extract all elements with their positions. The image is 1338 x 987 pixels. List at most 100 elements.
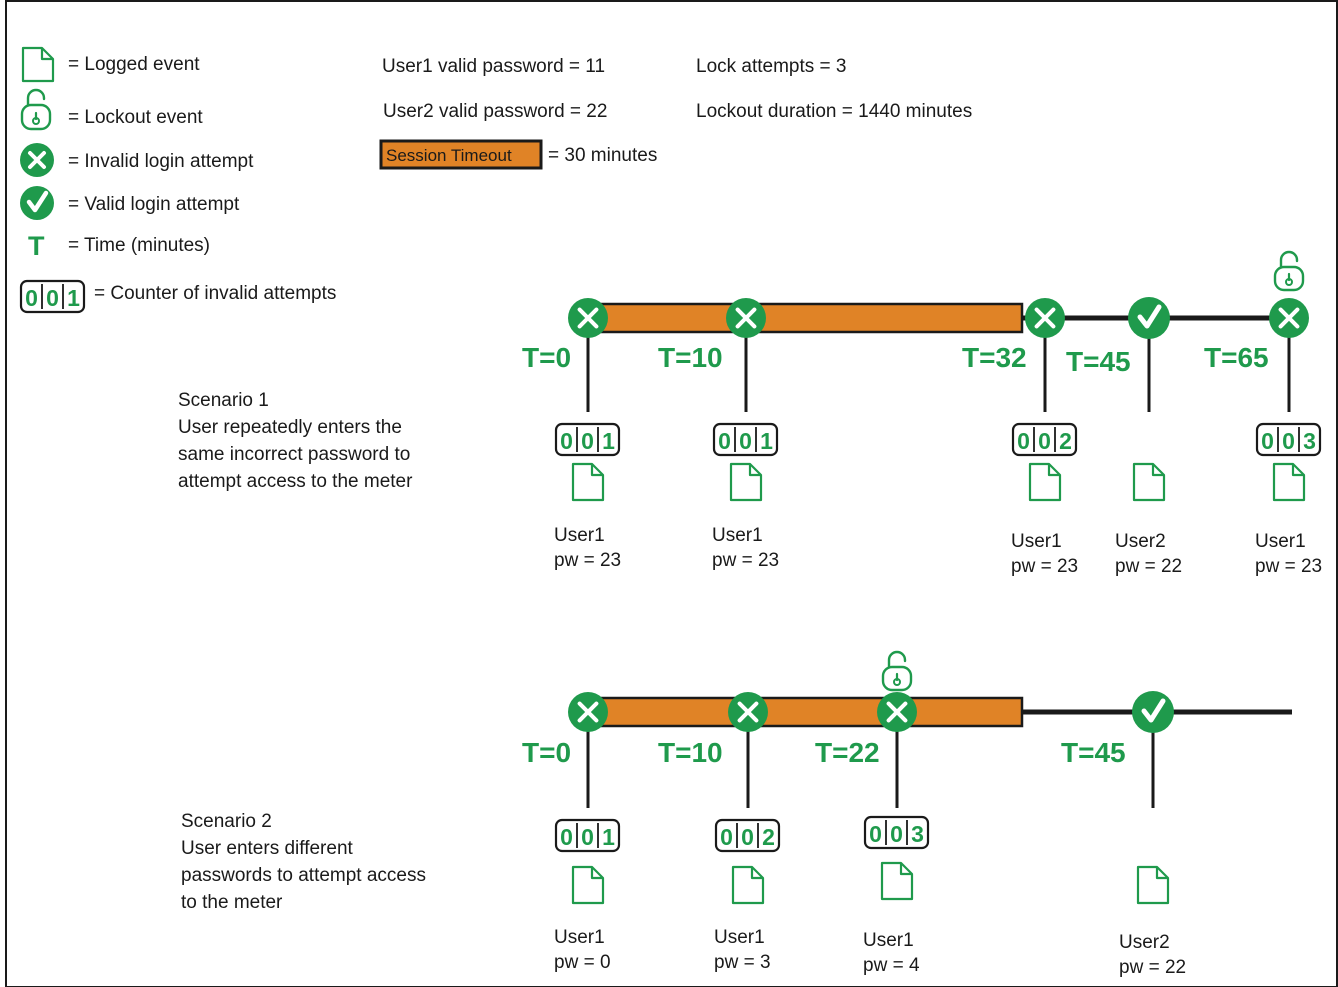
scenario-2-desc-line-2: passwords to attempt access — [181, 865, 426, 886]
event-password: pw = 23 — [1255, 556, 1322, 577]
time-label: T=32 — [962, 342, 1027, 373]
legend-label-lockout: = Lockout event — [68, 107, 203, 128]
lock-icon — [20, 88, 52, 131]
document-icon — [1132, 462, 1166, 502]
invalid-icon — [20, 143, 54, 177]
legend-label-valid: = Valid login attempt — [68, 194, 240, 215]
session-timeout-bar — [586, 302, 1024, 334]
legend-label-invalid: = Invalid login attempt — [68, 151, 254, 172]
counter-digit: 1 — [760, 428, 773, 454]
invalid-icon — [568, 298, 608, 338]
counter-digit: 0 — [1261, 428, 1274, 454]
counter-digit: 0 — [560, 428, 573, 454]
event-password: pw = 23 — [712, 550, 779, 571]
counter-digit: 1 — [602, 824, 615, 850]
event-user: User1 — [1255, 531, 1306, 552]
time-label: T=10 — [658, 342, 723, 373]
lock-icon — [881, 650, 913, 692]
invalid-icon — [726, 298, 766, 338]
lock-icon — [1273, 250, 1305, 292]
document-icon — [731, 865, 765, 905]
lockout-duration-text: Lockout duration = 1440 minutes — [696, 101, 972, 122]
time-label: T=22 — [815, 737, 880, 768]
time-label: T=0 — [522, 342, 571, 373]
user1-password-text: User1 valid password = 11 — [382, 56, 605, 77]
scenario-1-title: Scenario 1 — [178, 390, 269, 411]
valid-icon — [1128, 297, 1170, 339]
counter-digit: 0 — [718, 428, 731, 454]
session-timeout-label: Session Timeout — [386, 146, 512, 165]
counter-digit: 1 — [67, 285, 80, 311]
event-password: pw = 23 — [1011, 556, 1078, 577]
settings-block: User1 valid password = 11 User2 valid pa… — [379, 56, 972, 170]
counter-digit: 1 — [602, 428, 615, 454]
counter-digit: 0 — [1282, 428, 1295, 454]
event-password: pw = 22 — [1119, 957, 1186, 978]
counter-digit: 0 — [741, 824, 754, 850]
counter-digit: 2 — [1059, 428, 1072, 454]
document-icon — [1272, 462, 1306, 502]
counter-digit: 0 — [739, 428, 752, 454]
invalid-icon — [877, 692, 917, 732]
event-password: pw = 23 — [554, 550, 621, 571]
document-icon — [880, 861, 914, 901]
event-password: pw = 3 — [714, 952, 771, 973]
event-user: User1 — [554, 927, 605, 948]
time-label: T=45 — [1061, 737, 1126, 768]
invalid-icon — [1025, 298, 1065, 338]
event-user: User2 — [1119, 932, 1170, 953]
scenario-1: Scenario 1 User repeatedly enters the sa… — [178, 250, 1322, 577]
session-timeout-value: = 30 minutes — [548, 145, 657, 166]
counter-digit: 0 — [1038, 428, 1051, 454]
document-icon — [571, 865, 605, 905]
scenario-2: Scenario 2 User enters different passwor… — [181, 650, 1292, 978]
event-password: pw = 22 — [1115, 556, 1182, 577]
counter-digit: 0 — [890, 821, 903, 847]
counter-digit: 0 — [869, 821, 882, 847]
document-icon — [21, 46, 55, 83]
event-user: User1 — [714, 927, 765, 948]
counter-digit: 0 — [25, 285, 38, 311]
time-icon: T — [28, 231, 45, 261]
scenario-2-title: Scenario 2 — [181, 811, 272, 832]
event-password: pw = 0 — [554, 952, 611, 973]
counter-digit: 3 — [911, 821, 924, 847]
document-icon — [1136, 865, 1170, 905]
legend-label-logged: = Logged event — [68, 54, 200, 75]
event-user: User1 — [1011, 531, 1062, 552]
session-timeout-swatch — [379, 139, 543, 170]
invalid-icon — [1269, 298, 1309, 338]
counter-digit: 0 — [581, 428, 594, 454]
legend: = Logged event = Lockout event = Invalid… — [19, 46, 336, 314]
lock-attempts-text: Lock attempts = 3 — [696, 56, 847, 77]
user2-password-text: User2 valid password = 22 — [383, 101, 607, 122]
invalid-icon — [568, 692, 608, 732]
event-password: pw = 4 — [863, 955, 920, 976]
counter-digit: 0 — [1017, 428, 1030, 454]
valid-icon — [20, 186, 54, 220]
scenario-2-desc-line-1: User enters different — [181, 838, 354, 859]
counter-digit: 0 — [560, 824, 573, 850]
event-user: User1 — [712, 525, 763, 546]
invalid-icon — [728, 692, 768, 732]
counter-digit: 0 — [46, 285, 59, 311]
event-user: User1 — [863, 930, 914, 951]
scenario-1-desc-line-2: same incorrect password to — [178, 444, 410, 465]
time-label: T=65 — [1204, 342, 1269, 373]
